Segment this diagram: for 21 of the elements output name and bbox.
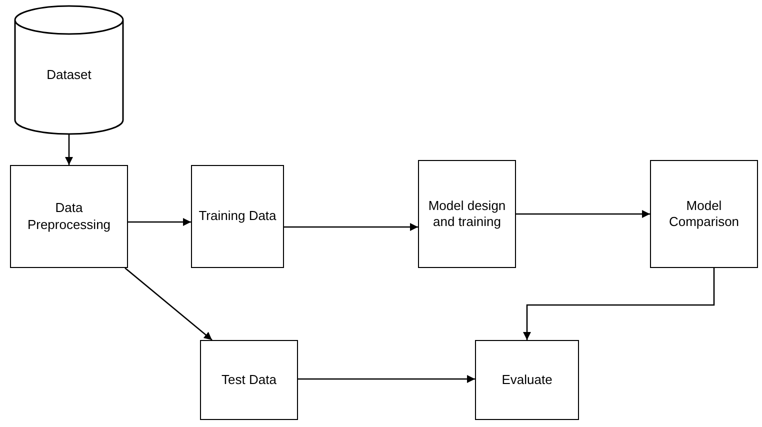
arrow: [124, 268, 212, 340]
process-box: [650, 160, 758, 268]
process-box: [191, 165, 284, 268]
arrow: [65, 134, 73, 165]
arrow: [516, 210, 650, 218]
process-box: [475, 340, 579, 420]
node-label: Model design and training: [427, 198, 507, 230]
node-label: Dataset: [46, 66, 92, 84]
arrow: [128, 218, 191, 226]
process-box: [418, 160, 516, 268]
node-label: Model Comparison: [668, 198, 740, 230]
node-label: Test Data: [222, 372, 276, 388]
process-box: [10, 165, 128, 268]
node-label: Evaluate: [502, 372, 552, 388]
arrow: [523, 268, 715, 340]
database-cylinder: [14, 6, 124, 134]
arrow: [284, 223, 418, 231]
node-label: Data Preprocessing: [26, 200, 112, 233]
process-box: [200, 340, 298, 420]
node-label: Training Data: [198, 208, 276, 225]
arrow: [298, 375, 475, 383]
